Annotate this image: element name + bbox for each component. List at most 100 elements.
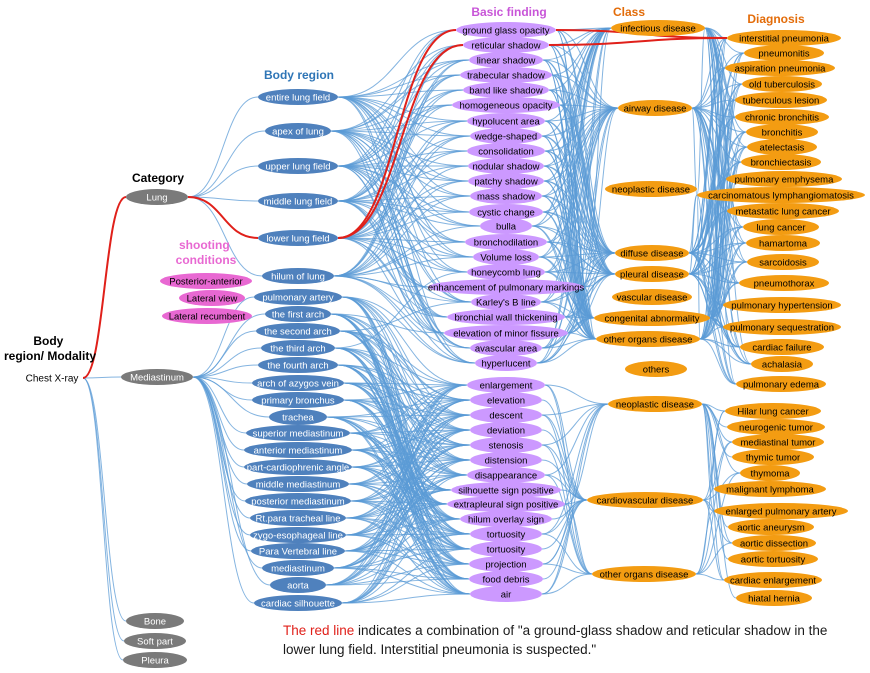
edge bbox=[541, 533, 593, 575]
region-node-shape bbox=[265, 123, 331, 139]
finding-node-shape bbox=[444, 325, 568, 341]
edge bbox=[337, 200, 474, 258]
diagnosis-node-label: pneumothorax bbox=[754, 279, 815, 290]
diagnosis-node-shape bbox=[732, 434, 824, 450]
edge bbox=[541, 399, 588, 501]
edge bbox=[695, 510, 715, 575]
diagnosis-node-label: thymoma bbox=[750, 469, 790, 480]
diagnosis-node-shape bbox=[723, 297, 841, 313]
region-node-label: hilum of lung bbox=[271, 272, 325, 283]
finding-node-elevation: elevation bbox=[470, 392, 542, 408]
edge bbox=[345, 517, 471, 595]
edge bbox=[337, 237, 476, 364]
diagnosis-node-bronchiectasis: bronchiectasis bbox=[741, 154, 821, 170]
edge bbox=[564, 403, 609, 505]
diagnosis-node-shape bbox=[741, 154, 821, 170]
finding-node-food-debris: food debris bbox=[469, 571, 543, 587]
edge bbox=[337, 165, 466, 243]
finding-node-shape bbox=[470, 541, 542, 557]
finding-node-shape bbox=[467, 143, 545, 159]
category-node-bone: Bone bbox=[126, 613, 184, 629]
edge bbox=[699, 83, 743, 340]
finding-node-label: deviation bbox=[487, 426, 525, 437]
edge bbox=[701, 403, 737, 599]
finding-node-label: consolidation bbox=[478, 147, 533, 158]
finding-node-band-like-shadow: band like shadow bbox=[463, 82, 549, 98]
class-node-shape bbox=[615, 266, 689, 282]
edge bbox=[691, 67, 726, 109]
edge bbox=[82, 377, 127, 622]
header-basic-finding: Basic finding bbox=[471, 5, 546, 19]
class-node-shape bbox=[615, 245, 689, 261]
edge bbox=[544, 384, 593, 575]
edge bbox=[567, 107, 619, 334]
finding-node-shape bbox=[467, 113, 545, 129]
region-node-label: the first arch bbox=[272, 310, 324, 321]
diagnosis-node-label: achalasia bbox=[762, 360, 803, 371]
edge bbox=[541, 414, 593, 575]
edge bbox=[192, 376, 251, 519]
highlight-edges-layer bbox=[82, 29, 728, 379]
diagnosis-node-label: bronchiectasis bbox=[751, 158, 812, 169]
category-node-shape bbox=[123, 652, 187, 668]
finding-node-label: bronchial wall thickening bbox=[455, 313, 558, 324]
edge bbox=[567, 252, 616, 334]
edge bbox=[192, 376, 271, 586]
region-node-the-fourth-arch: the fourth arch bbox=[258, 357, 338, 373]
edge bbox=[337, 96, 474, 258]
edge bbox=[333, 414, 471, 569]
shooting-node-lateral-view: Lateral view bbox=[179, 290, 245, 306]
region-node-label: the third arch bbox=[270, 344, 325, 355]
edge bbox=[333, 241, 466, 277]
diagnosis-node-interstitial-pneumonia: interstitial pneumonia bbox=[727, 30, 841, 46]
region-node-shape bbox=[254, 289, 342, 305]
finding-node-label: hilum overlay sign bbox=[468, 515, 544, 526]
finding-node-label: honeycomb lung bbox=[471, 268, 541, 279]
class-node-shape bbox=[592, 566, 696, 582]
diagnosis-node-pneumothorax: pneumothorax bbox=[739, 275, 829, 291]
shooting-node-shape bbox=[179, 290, 245, 306]
edge bbox=[326, 414, 471, 418]
edge bbox=[326, 399, 471, 418]
edge bbox=[337, 135, 471, 202]
finding-node-label: nodular shadow bbox=[472, 162, 539, 173]
diagnosis-node-shape bbox=[736, 590, 812, 606]
shooting-node-lateral-recumbent: Lateral recumbent bbox=[162, 308, 252, 324]
edge bbox=[702, 441, 733, 501]
finding-node-stenosis: stenosis bbox=[470, 437, 542, 453]
edge bbox=[337, 165, 476, 364]
header-shooting-conditions-line1: shooting bbox=[179, 238, 230, 252]
finding-node-shape bbox=[468, 173, 544, 189]
edge bbox=[82, 377, 125, 642]
diagnosis-node-metastatic-lung-cancer: metastatic lung cancer bbox=[727, 203, 839, 219]
edge bbox=[333, 503, 448, 569]
region-node-label: posterior mediastinum bbox=[251, 497, 345, 508]
edge bbox=[341, 548, 471, 604]
edge bbox=[333, 120, 468, 277]
finding-node-label: stenosis bbox=[489, 441, 524, 452]
region-node-shape bbox=[262, 268, 334, 284]
edge bbox=[351, 449, 468, 476]
finding-node-label: bronchodilation bbox=[474, 238, 538, 249]
diagnosis-node-thymic-tumor: thymic tumor bbox=[732, 449, 814, 465]
class-node-shape bbox=[625, 361, 687, 377]
region-node-trachea: trachea bbox=[269, 409, 327, 425]
class-node-label: cardiovascular disease bbox=[597, 496, 694, 507]
edge bbox=[337, 200, 468, 273]
class-node-infectious-disease: infectious disease bbox=[611, 20, 705, 36]
finding-node-shape bbox=[470, 452, 542, 468]
region-node-shape bbox=[247, 476, 349, 492]
diagnosis-node-shape bbox=[744, 45, 824, 61]
diagnosis-node-shape bbox=[732, 535, 816, 551]
diagnosis-node-hamartoma: hamartoma bbox=[746, 235, 820, 251]
header-diagnosis: Diagnosis bbox=[747, 12, 805, 26]
edge bbox=[548, 89, 597, 340]
edge bbox=[543, 180, 597, 340]
finding-node-label: hyperlucent bbox=[481, 359, 530, 370]
region-node-superior-mediastinum: superior mediastinum bbox=[246, 425, 350, 441]
region-node-apex-of-lung: apex of lung bbox=[265, 123, 331, 139]
finding-node-wedge-shaped: wedge-shaped bbox=[470, 128, 542, 144]
region-node-label: trachea bbox=[282, 413, 314, 424]
diagnosis-node-label: sarcoidosis bbox=[759, 258, 807, 269]
finding-node-shape bbox=[456, 22, 556, 38]
